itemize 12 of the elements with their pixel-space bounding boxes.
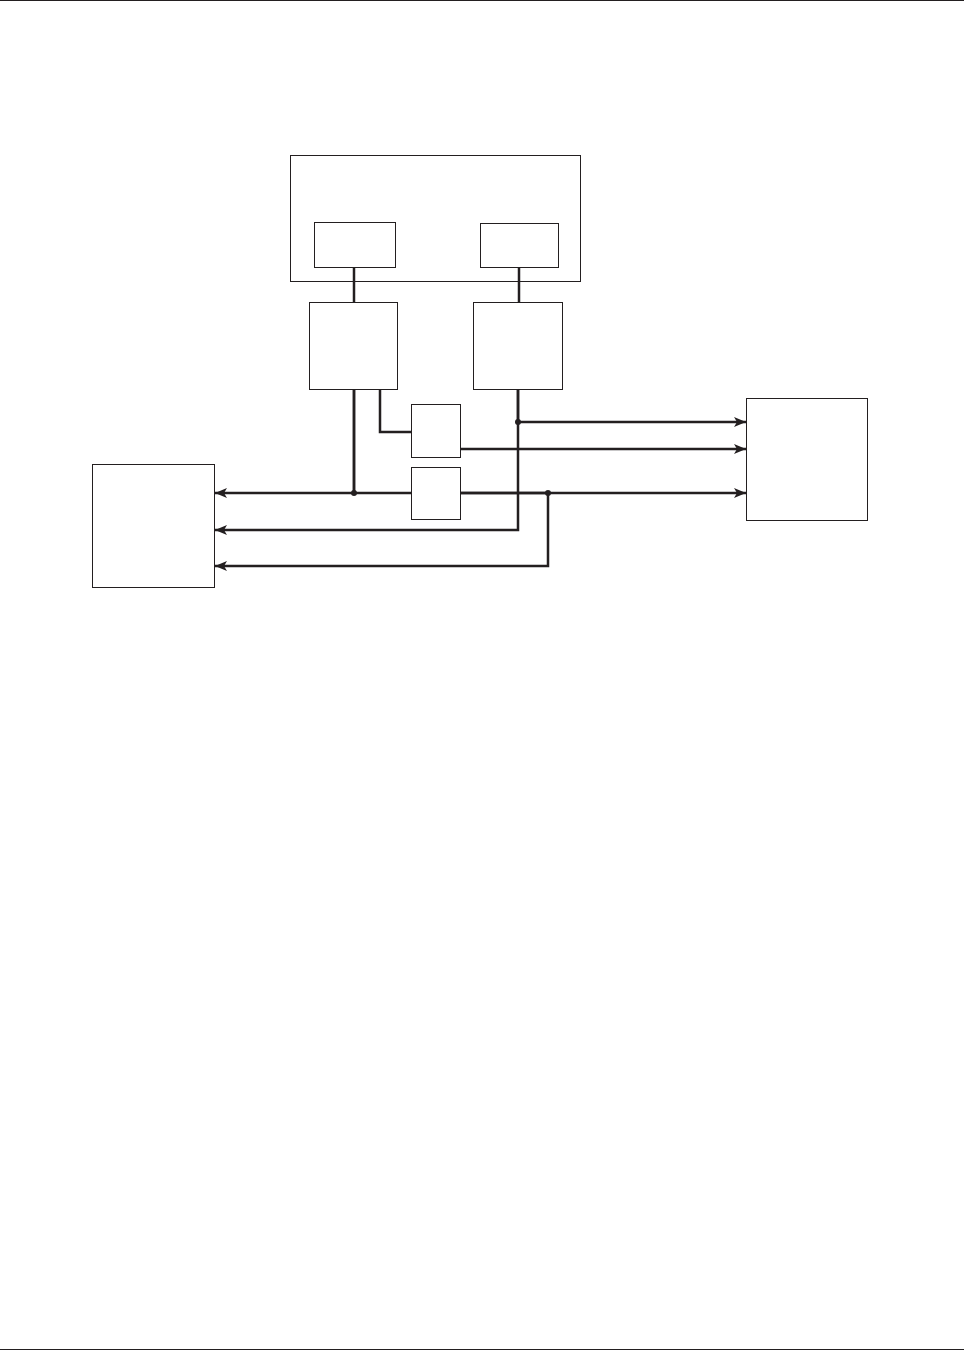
block-box: [314, 222, 396, 268]
block-box: [92, 464, 215, 588]
block-box: [411, 467, 461, 520]
block-box: [290, 155, 581, 282]
block-box: [309, 302, 398, 390]
block-box: [473, 302, 563, 390]
block-box: [746, 398, 868, 521]
block-box: [411, 404, 461, 458]
connector-arrow: [461, 444, 746, 454]
connector-arrow: [215, 491, 550, 571]
connector-arrow: [215, 390, 520, 535]
block-box: [480, 223, 559, 268]
